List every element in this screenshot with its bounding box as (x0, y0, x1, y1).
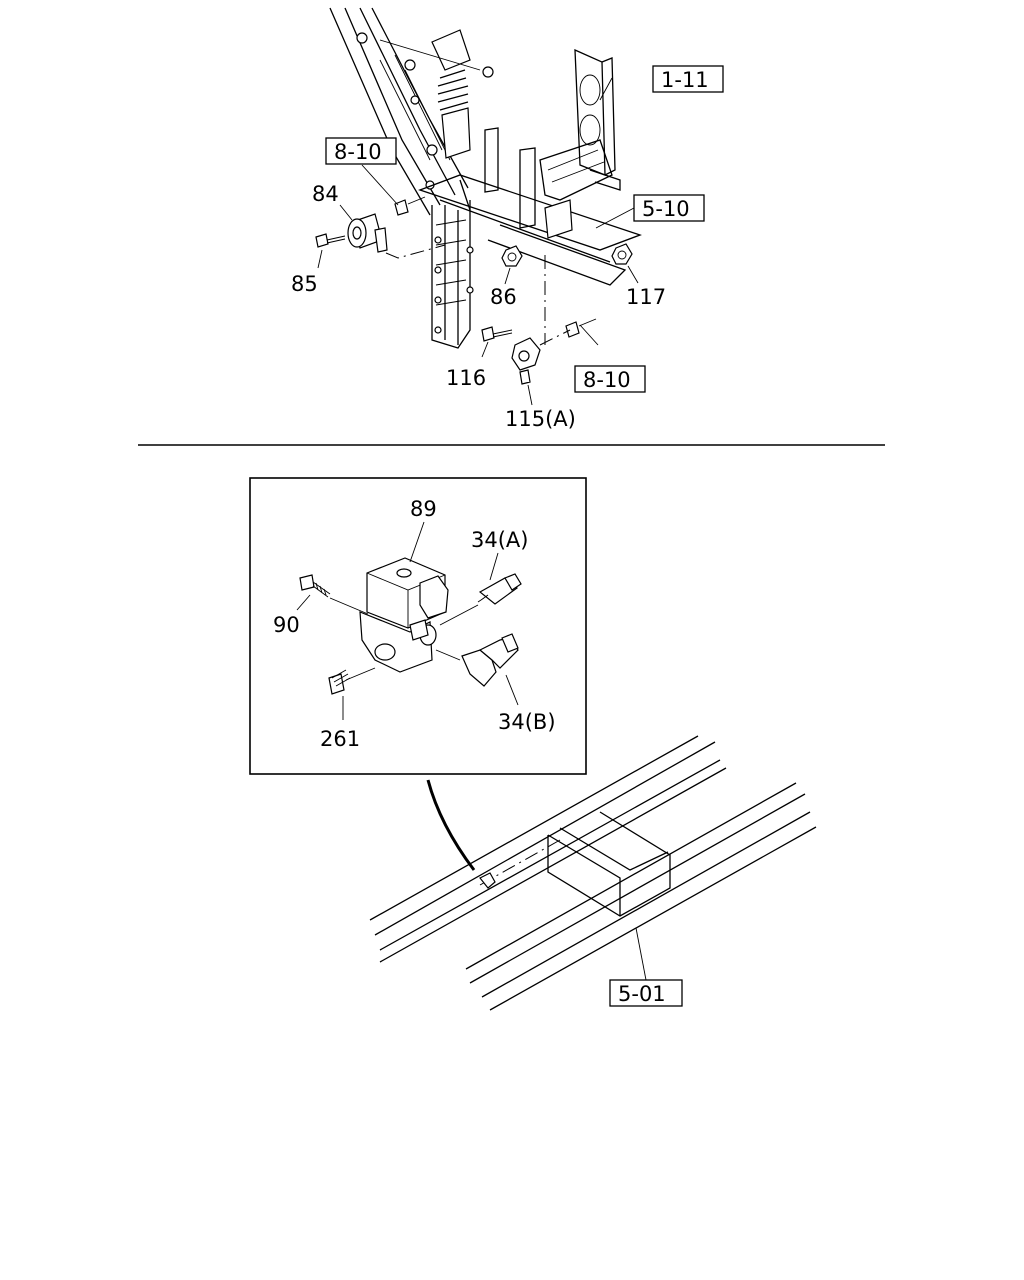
callout-34a: 34(A) (471, 528, 528, 552)
svg-text:5-01: 5-01 (618, 982, 666, 1006)
frame-drawing (369, 735, 817, 1011)
callout-115a: 115(A) (505, 407, 576, 431)
detail-drawing (299, 557, 522, 695)
callout-116: 116 (446, 366, 486, 390)
top-leader-lines (317, 77, 639, 406)
svg-text:8-10: 8-10 (583, 368, 631, 392)
callout-261: 261 (320, 727, 360, 751)
callout-89: 89 (410, 497, 437, 521)
callout-86: 86 (490, 285, 517, 309)
callout-84: 84 (312, 182, 339, 206)
ref-box-8-10-upper[interactable]: 8-10 (325, 137, 397, 165)
detail-leader-lines (296, 521, 519, 720)
ref-box-8-10-lower[interactable]: 8-10 (574, 365, 646, 393)
callout-117: 117 (626, 285, 666, 309)
callout-85: 85 (291, 272, 318, 296)
ref-box-1-11[interactable]: 1-11 (652, 65, 724, 93)
ref-box-5-10[interactable]: 5-10 (633, 194, 705, 222)
svg-text:5-10: 5-10 (642, 197, 690, 221)
svg-text:1-11: 1-11 (661, 68, 709, 92)
callout-90: 90 (273, 613, 300, 637)
ref-box-5-01[interactable]: 5-01 (609, 979, 683, 1007)
svg-text:8-10: 8-10 (334, 140, 382, 164)
top-assembly-drawing (315, 7, 642, 385)
callout-34b: 34(B) (498, 710, 556, 734)
